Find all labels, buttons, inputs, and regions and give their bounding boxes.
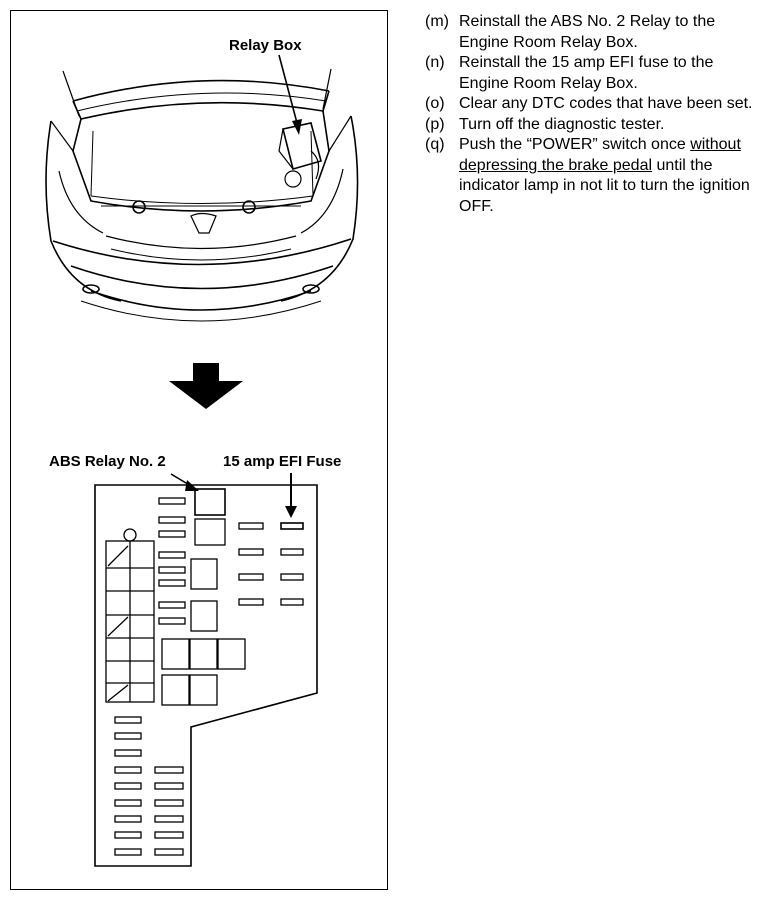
step-text: Clear any DTC codes that have been set. (459, 95, 753, 112)
step-letter: (o) (425, 95, 445, 112)
instruction-steps: (m) Reinstall the ABS No. 2 Relay to the… (425, 12, 760, 217)
step-text: Turn off the diagnostic tester. (459, 115, 665, 133)
relay-box-label: Relay Box (229, 37, 302, 54)
step-letter: (m) (425, 13, 449, 30)
step-q: (q) Push the “POWER” switch once without… (425, 135, 760, 217)
step-p: (p) Turn off the diagnostic tester. (425, 115, 760, 136)
step-letter: (n) (425, 54, 445, 71)
step-m: (m) Reinstall the ABS No. 2 Relay to the… (425, 12, 760, 53)
car-front-illustration (45, 68, 359, 322)
step-letter: (q) (425, 136, 445, 153)
step-text-underlined: without depressing the brake pedal (459, 136, 741, 174)
diagram-svg: Relay Box ABS Relay No. 2 15 amp EFI Fus… (45, 37, 359, 867)
efi-fuse-pointer-arrow (285, 473, 297, 518)
step-text-after: until the indicator lamp in not lit to t… (459, 156, 750, 215)
step-o: (o) Clear any DTC codes that have been s… (425, 94, 760, 115)
step-text: Reinstall the 15 amp EFI fuse to the Eng… (459, 54, 714, 92)
diagram-panel: Relay Box ABS Relay No. 2 15 amp EFI Fus… (10, 10, 388, 890)
step-text: Reinstall the ABS No. 2 Relay to the Eng… (459, 13, 716, 51)
step-text-before: Push the “POWER” switch once (459, 136, 691, 153)
relay-box-pointer-arrow (278, 54, 302, 135)
abs-relay-label: ABS Relay No. 2 (49, 453, 166, 470)
step-text: Push the “POWER” switch once without dep… (459, 135, 760, 217)
step-n: (n) Reinstall the 15 amp EFI fuse to the… (425, 53, 760, 94)
relay-box-layout (94, 484, 318, 867)
down-arrow-icon (169, 363, 243, 409)
step-letter: (p) (425, 115, 445, 133)
efi-fuse-label: 15 amp EFI Fuse (223, 453, 341, 470)
